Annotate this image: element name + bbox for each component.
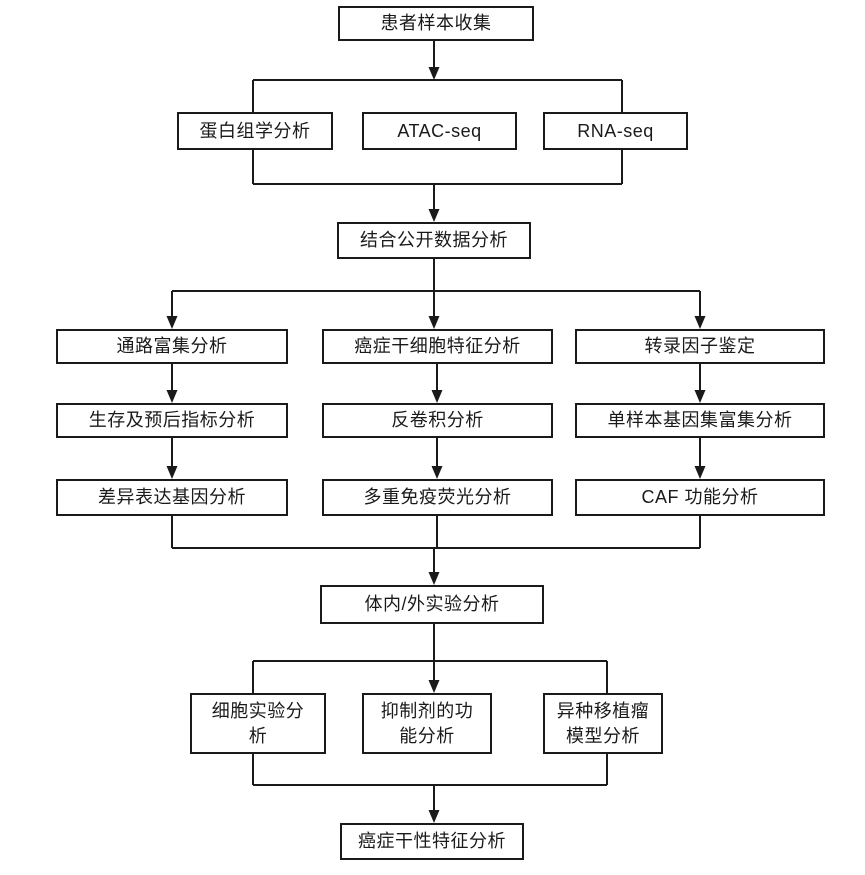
connector-rail-to-pathway — [166, 291, 178, 329]
node-rna-seq: RNA-seq — [543, 112, 688, 150]
node-tf-identification: 转录因子鉴定 — [575, 329, 825, 364]
node-multiplex-if: 多重免疫荧光分析 — [322, 479, 553, 516]
node-deg: 差异表达基因分析 — [56, 479, 288, 516]
node-patient-sample: 患者样本收集 — [338, 6, 534, 41]
connector-csc-to-deconvolution — [431, 364, 443, 403]
connector-survival-to-deg — [166, 438, 178, 479]
node-atac-seq: ATAC-seq — [362, 112, 517, 150]
node-csc-signature: 癌症干细胞特征分析 — [322, 329, 553, 364]
connector-patient-to-omics-rail — [428, 41, 440, 80]
node-inhibitor-function: 抑制剂的功 能分析 — [362, 693, 492, 754]
merge-rail-bottom — [171, 516, 701, 549]
node-stemness-signature: 癌症干性特征分析 — [340, 823, 524, 860]
node-public-data: 结合公开数据分析 — [337, 222, 531, 259]
connector-invivo-to-inhibitor — [428, 624, 440, 693]
node-caf-function: CAF 功能分析 — [575, 479, 825, 516]
connector-omics-to-public-data — [428, 184, 440, 222]
node-deconvolution: 反卷积分析 — [322, 403, 553, 438]
connector-public-to-csc — [428, 259, 440, 329]
node-proteomics: 蛋白组学分析 — [177, 112, 333, 150]
node-ssgsea: 单样本基因集富集分析 — [575, 403, 825, 438]
node-pathway-enrichment: 通路富集分析 — [56, 329, 288, 364]
connector-rail-to-stemness — [428, 785, 440, 823]
node-in-vivo-vitro: 体内/外实验分析 — [320, 585, 544, 624]
node-cell-experiment: 细胞实验分 析 — [190, 693, 326, 754]
connector-merge-to-invivo — [428, 548, 440, 585]
experiment-rail-rectangle — [252, 660, 608, 786]
connector-pathway-to-survival — [166, 364, 178, 403]
connector-ssgsea-to-caf — [694, 438, 706, 479]
connector-deconvolution-to-mif — [431, 438, 443, 479]
node-xenograft-model: 异种移植瘤 模型分析 — [543, 693, 663, 754]
connector-rail-to-tf — [694, 291, 706, 329]
node-survival-prognosis: 生存及预后指标分析 — [56, 403, 288, 438]
connector-tf-to-ssgsea — [694, 364, 706, 403]
